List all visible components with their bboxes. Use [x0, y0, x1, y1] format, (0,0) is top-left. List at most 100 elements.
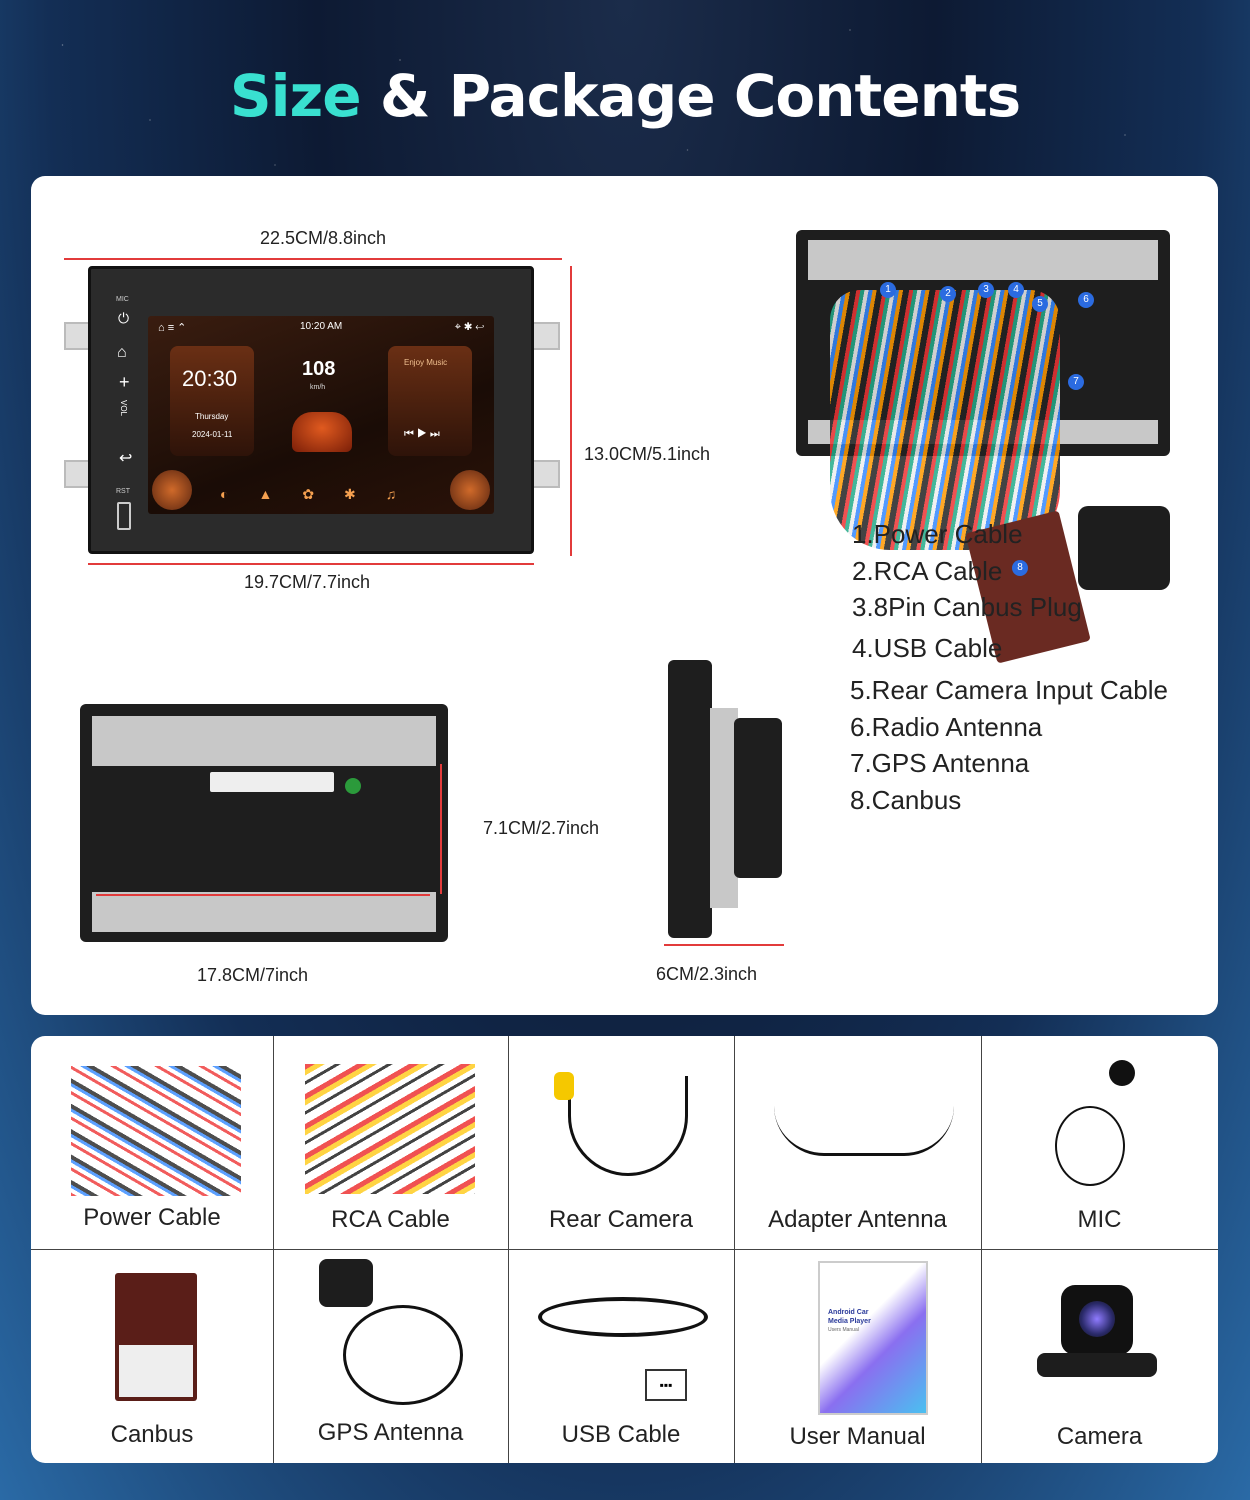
rca-cable-image — [305, 1064, 475, 1194]
display-screen: ⌂ ≡ ⌃ 10:20 AM ⌖ ✱ ↩ 20:30 Thursday 2024… — [148, 316, 494, 514]
list-item: 3.8Pin Canbus Plug — [852, 592, 1082, 622]
grid-divider — [31, 1249, 1218, 1250]
usb-port — [117, 502, 131, 530]
item-label: Canbus — [110, 1421, 194, 1448]
music-controls[interactable]: ⏮ ▶ ⏭ — [404, 428, 440, 440]
volume-up-icon[interactable]: + — [119, 372, 130, 392]
dim-line-right — [570, 266, 572, 556]
mount-ear — [530, 460, 560, 488]
grid-divider — [981, 1036, 982, 1463]
item-label: RCA Cable — [331, 1206, 450, 1233]
camera-mount — [1037, 1353, 1157, 1377]
item-label: USB Cable — [561, 1421, 681, 1448]
manual-line3: Users Manual — [828, 1327, 859, 1333]
vol-label: VOL — [119, 400, 128, 417]
mic-cable-image — [1055, 1106, 1125, 1186]
rear-camera-cable-image — [568, 1076, 688, 1176]
headline-rest: & Package Contents — [379, 62, 1021, 130]
harness-number: 1 — [880, 282, 896, 298]
rca-plug — [554, 1072, 574, 1100]
item-usb-cable: ▪▪▪ USB Cable — [508, 1249, 734, 1463]
rst-label: RST — [116, 488, 130, 495]
contents-list: 1.Power Cable 2.RCA Cable 3.8Pin Canbus … — [818, 516, 1168, 818]
item-label: MIC — [1077, 1206, 1122, 1233]
mic-label: MIC — [116, 296, 129, 303]
home-icon[interactable]: ⌂ — [117, 344, 127, 361]
clock-card[interactable]: 20:30 Thursday 2024-01-11 — [170, 346, 254, 456]
item-label: Adapter Antenna — [768, 1206, 947, 1233]
speed-value: 108 — [302, 358, 336, 380]
side-heatsink — [734, 718, 782, 878]
list-item: 4.USB Cable — [852, 632, 1003, 663]
list-item: 5.Rear Camera Input Cable — [850, 675, 1168, 705]
item-user-manual: Android Car Media Player Users Manual Us… — [734, 1249, 981, 1463]
status-icons: ⌖ ✱ ↩ — [454, 321, 484, 333]
head-unit-side — [668, 660, 712, 938]
dim-front-inner-width: 19.7CM/7.7inch — [244, 572, 371, 592]
dim-line-depth — [664, 944, 784, 946]
power-icon[interactable]: ⏻ — [118, 310, 130, 326]
dim-line-back-height — [440, 764, 442, 894]
item-camera: Camera — [981, 1249, 1218, 1463]
harness-number: 7 — [1068, 374, 1084, 390]
list-item: 7.GPS Antenna — [850, 748, 1030, 778]
power-cable-image — [71, 1066, 241, 1196]
camera-lens — [1079, 1301, 1115, 1337]
adapter-antenna-image — [774, 1106, 954, 1156]
music-title: Enjoy Music — [404, 358, 448, 367]
grid-divider — [273, 1036, 274, 1463]
harness-number: 5 — [1032, 296, 1048, 312]
item-label: Camera — [1056, 1423, 1143, 1450]
item-rear-camera-cable: Rear Camera — [508, 1036, 734, 1249]
harness-number: 2 — [940, 286, 956, 302]
harness-number: 4 — [1008, 282, 1024, 298]
item-label: Power Cable — [83, 1204, 221, 1231]
harness-number: 3 — [978, 282, 994, 298]
nav-button[interactable] — [152, 470, 192, 510]
back-icon[interactable]: ↩ — [119, 450, 133, 467]
status-home-icon[interactable]: ⌂ ≡ ⌃ — [158, 322, 187, 334]
harness-plate — [808, 240, 1158, 280]
list-item: 6.Radio Antenna — [850, 711, 1043, 742]
item-rca-cable: RCA Cable — [273, 1036, 508, 1249]
dim-line-back-width — [96, 894, 430, 896]
item-gps-antenna: GPS Antenna — [273, 1249, 508, 1463]
item-canbus: Canbus — [31, 1249, 273, 1463]
list-item: 8.Canbus — [850, 784, 962, 815]
usb-cable-image — [538, 1297, 708, 1337]
usb-connector: ▪▪▪ — [645, 1369, 687, 1401]
settings-button[interactable] — [450, 470, 490, 510]
list-item: 1.Power Cable — [852, 519, 1023, 549]
item-adapter-antenna: Adapter Antenna — [734, 1036, 981, 1249]
clock-day: Thursday — [195, 412, 229, 421]
dim-back-width: 17.8CM/7inch — [197, 965, 309, 985]
dim-depth: 6CM/2.3inch — [656, 964, 758, 984]
item-power-cable: Power Cable — [31, 1036, 273, 1249]
harness-number: 8 — [1012, 560, 1028, 576]
item-mic: MIC — [981, 1036, 1218, 1249]
clock-time: 20:30 — [182, 366, 238, 391]
music-card[interactable]: Enjoy Music ⏮ ▶ ⏭ — [388, 346, 472, 456]
mic-head — [1109, 1060, 1135, 1086]
side-chassis — [710, 708, 738, 908]
car-image — [292, 412, 352, 452]
dim-front-height: 13.0CM/5.1inch — [584, 444, 711, 464]
manual-line2: Media Player — [828, 1318, 871, 1325]
status-time: 10:20 AM — [300, 321, 343, 332]
canbus-label-sticker — [119, 1345, 193, 1397]
item-label: GPS Antenna — [317, 1419, 464, 1446]
harness-number: 6 — [1078, 292, 1094, 308]
antenna-port — [345, 778, 361, 794]
dim-front-width: 22.5CM/8.8inch — [260, 228, 387, 248]
gps-cable — [343, 1305, 463, 1405]
back-connector — [210, 772, 334, 792]
clock-date: 2024-01-11 — [192, 430, 233, 439]
mount-ear — [530, 322, 560, 350]
item-label: User Manual — [789, 1423, 926, 1450]
headline-accent: Size — [229, 62, 362, 130]
grid-divider — [734, 1036, 735, 1463]
app-dock[interactable]: ◐▲✿✱♫ — [220, 486, 427, 502]
grid-divider — [508, 1036, 509, 1463]
dim-line-bottom — [88, 563, 534, 565]
dim-line-top — [64, 258, 562, 260]
